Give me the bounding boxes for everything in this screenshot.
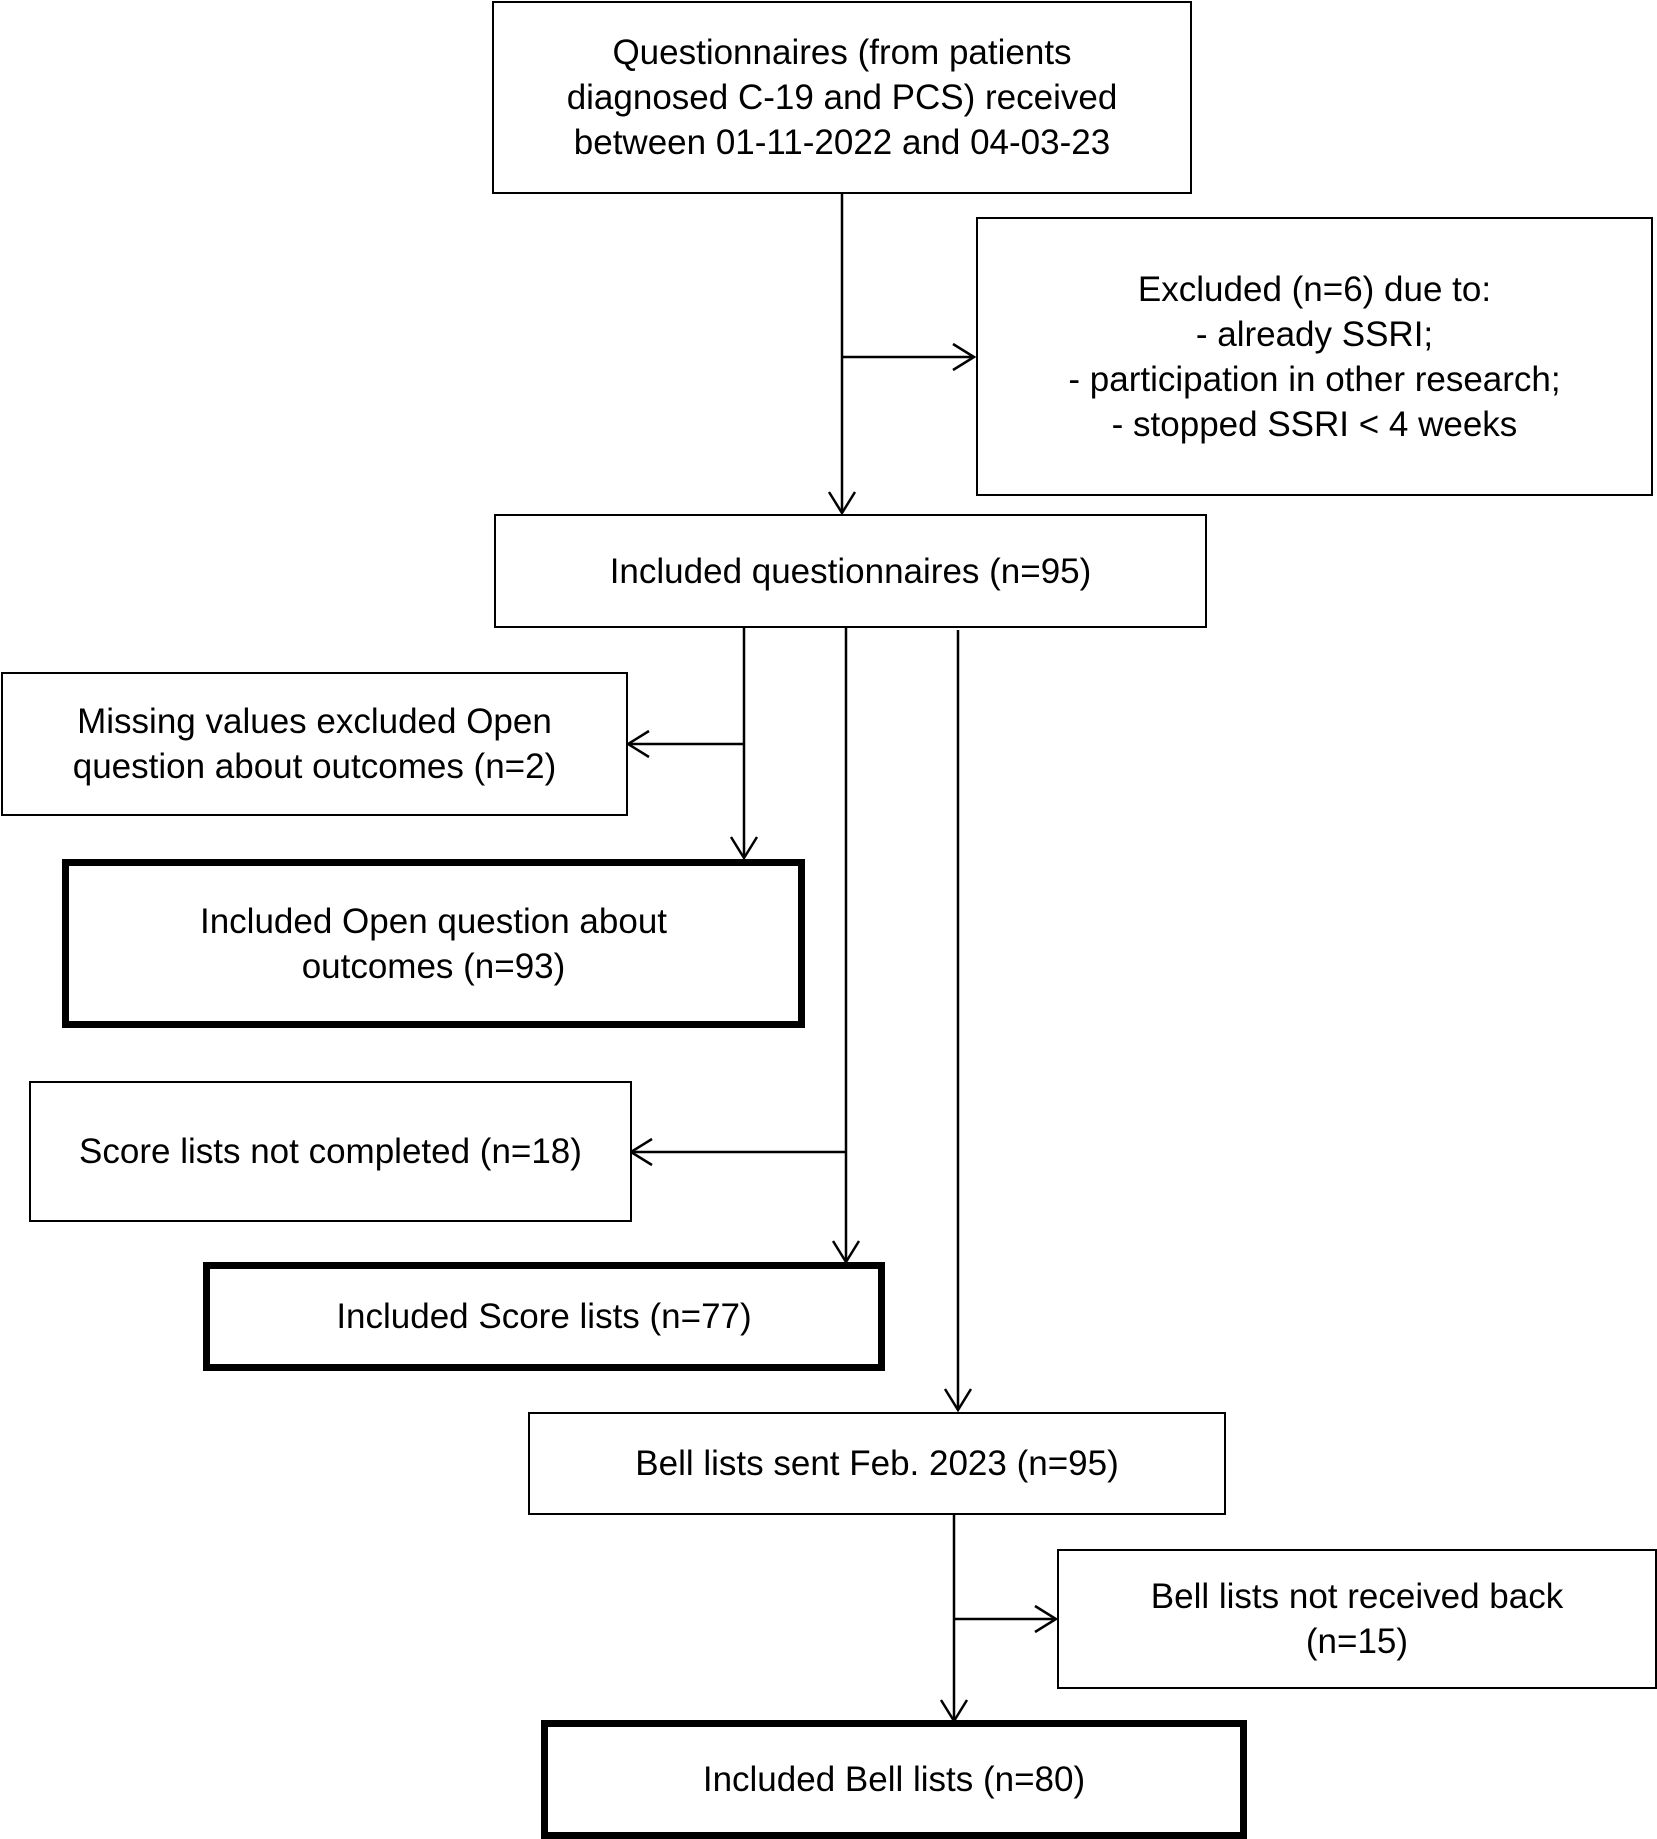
arrowhead-bell-not-received [1034,1604,1059,1634]
included-bell-lists-line: Included Bell lists (n=80) [702,1760,1086,1799]
excluded-box: Excluded (n=6) due to: - already SSRI; -… [976,217,1653,496]
included-questionnaires-text: Included questionnaires (n=95) [610,549,1092,594]
included-score-lists-box: Included Score lists (n=77) [203,1262,885,1371]
score-not-completed-line: Score lists not completed (n=18) [79,1132,582,1171]
start-line: Questionnaires (from patients [612,33,1072,72]
excluded-text: Excluded (n=6) due to: - already SSRI; -… [1068,267,1560,447]
included-questionnaires-box: Included questionnaires (n=95) [494,514,1207,628]
bell-sent-box: Bell lists sent Feb. 2023 (n=95) [528,1412,1226,1515]
arrowhead-open-question [729,836,759,861]
missing-values-line: Missing values excluded Open [77,702,552,741]
included-open-question-box: Included Open question about outcomes (n… [62,859,805,1028]
included-questionnaires-line: Included questionnaires (n=95) [609,551,1092,591]
arrowhead-missing-values [625,729,650,759]
included-score-lists-text: Included Score lists (n=77) [336,1294,751,1339]
excluded-line: - participation in other research; [1068,359,1561,399]
excluded-line: - already SSRI; [1195,314,1434,354]
included-score-lists-line: Included Score lists (n=77) [336,1297,752,1336]
excluded-line: Excluded (n=6) due to: [1137,269,1492,309]
included-open-question-line: outcomes (n=93) [301,946,566,986]
missing-values-line: question about outcomes (n=2) [72,747,557,786]
arrowhead-excluded [952,342,977,372]
start-line: between 01-11-2022 and 04-03-23 [573,123,1111,162]
included-bell-lists-box: Included Bell lists (n=80) [541,1720,1247,1839]
start-box: Questionnaires (from patients diagnosed … [492,1,1192,194]
bell-not-received-line: (n=15) [1305,1622,1409,1661]
missing-values-box: Missing values excluded Open question ab… [1,672,628,816]
bell-not-received-box: Bell lists not received back (n=15) [1057,1549,1657,1689]
included-bell-lists-text: Included Bell lists (n=80) [703,1757,1085,1802]
bell-sent-text: Bell lists sent Feb. 2023 (n=95) [635,1441,1118,1486]
score-not-completed-text: Score lists not completed (n=18) [79,1129,582,1174]
bell-not-received-line: Bell lists not received back [1150,1577,1564,1616]
bell-not-received-text: Bell lists not received back (n=15) [1151,1574,1563,1664]
included-open-question-line: Included Open question about [199,901,668,941]
bell-sent-line: Bell lists sent Feb. 2023 (n=95) [635,1444,1119,1483]
included-open-question-text: Included Open question about outcomes (n… [200,899,667,989]
start-text: Questionnaires (from patients diagnosed … [567,30,1118,165]
missing-values-text: Missing values excluded Open question ab… [73,699,557,789]
arrowhead-included-questionnaires [827,491,857,516]
score-not-completed-box: Score lists not completed (n=18) [29,1081,632,1222]
excluded-line: - stopped SSRI < 4 weeks [1111,404,1518,444]
arrowhead-bell-sent [943,1388,973,1413]
start-line: diagnosed C-19 and PCS) received [566,78,1118,117]
